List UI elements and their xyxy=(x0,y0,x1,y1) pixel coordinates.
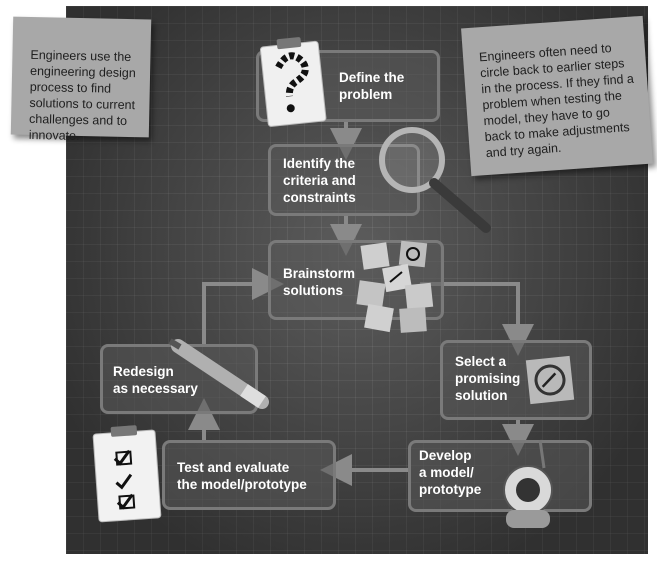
step-label-line: Select a xyxy=(455,354,507,369)
step-label-line: Develop xyxy=(419,448,472,463)
step-redesign: Redesign as necessary xyxy=(100,344,258,414)
step-label-line: solution xyxy=(455,388,508,403)
step-label-line: Brainstorm xyxy=(283,266,356,281)
step-label-line: Test and evaluate xyxy=(177,460,290,475)
step-brainstorm: Brainstorm solutions xyxy=(268,240,444,320)
step-label-line: a model/ xyxy=(419,465,474,480)
step-label-line: as necessary xyxy=(113,381,198,396)
step-label-line: solutions xyxy=(283,283,343,298)
step-develop-model: Develop a model/ prototype xyxy=(408,440,592,512)
step-label-line: the model/prototype xyxy=(177,477,307,492)
step-label-line: constraints xyxy=(283,190,356,205)
step-label-line: Identify the xyxy=(283,156,356,171)
step-label-line: Define the xyxy=(339,70,405,85)
step-label-line: Redesign xyxy=(113,364,174,379)
note-text: Engineers often need to circle back to e… xyxy=(478,41,635,161)
step-label-line: promising xyxy=(455,371,521,386)
arrow-brainstorm-to-select xyxy=(420,282,534,356)
step-select-solution: Select a promising solution xyxy=(440,340,592,420)
note-engineers-use: Engineers use the engineering design pro… xyxy=(10,16,152,143)
step-define-problem: Define the problem xyxy=(256,50,440,122)
step-test-evaluate: Test and evaluate the model/prototype xyxy=(162,440,336,510)
step-identify-criteria: Identify the criteria and constraints xyxy=(268,144,420,216)
note-text: Engineers use the engineering design pro… xyxy=(28,47,136,143)
step-label-line: prototype xyxy=(419,482,482,497)
arrow-redesign-to-brainstorm xyxy=(202,268,284,344)
step-label-line: criteria and xyxy=(283,173,356,188)
step-label-line: problem xyxy=(339,87,393,102)
note-circle-back: Engineers often need to circle back to e… xyxy=(461,15,653,177)
